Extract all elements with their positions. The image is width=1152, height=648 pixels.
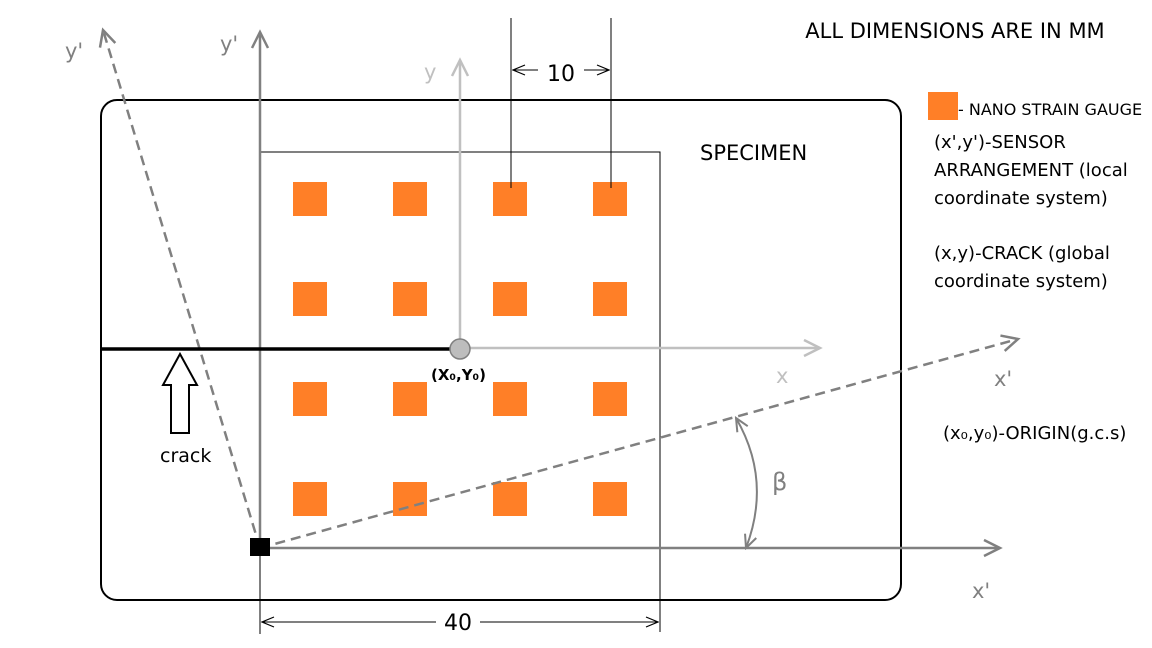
global-x-label: x xyxy=(776,364,788,388)
units-note: ALL DIMENSIONS ARE IN MM xyxy=(805,19,1104,43)
legend-crack-line-1: (x,y)-CRACK (global xyxy=(934,243,1110,264)
rotated-x-axis xyxy=(259,334,1021,550)
strain-gauge-sensor xyxy=(593,382,627,416)
dimension-40: 40 xyxy=(259,556,658,636)
local-origin-marker xyxy=(250,538,270,556)
dimension-40-label: 40 xyxy=(444,611,472,636)
legend-sensor-line-2: ARRANGEMENT (local xyxy=(934,160,1128,181)
strain-gauge-sensor xyxy=(493,482,527,516)
strain-gauge-sensor xyxy=(593,282,627,316)
crack-arrow-icon xyxy=(161,351,199,434)
legend-gauge-label: - NANO STRAIN GAUGE xyxy=(958,100,1142,119)
sensor-area-frame xyxy=(260,151,661,632)
dimension-10-label: 10 xyxy=(547,62,575,87)
strain-gauge-sensor xyxy=(393,382,427,416)
legend-origin-text: (x₀,y₀)-ORIGIN(g.c.s) xyxy=(943,423,1126,444)
strain-gauge-sensor xyxy=(393,482,427,516)
angle-beta-label: β xyxy=(772,468,787,496)
strain-gauge-sensor xyxy=(393,182,427,216)
global-y-label: y xyxy=(424,60,436,84)
legend-sensor-line-1: (x',y')-SENSOR xyxy=(934,132,1066,153)
strain-gauge-sensor xyxy=(393,282,427,316)
strain-gauge-sensor xyxy=(293,382,327,416)
strain-gauge-sensor xyxy=(493,282,527,316)
strain-gauge-sensor xyxy=(593,182,627,216)
legend-gauge-swatch xyxy=(928,92,958,120)
origin-marker xyxy=(449,338,471,360)
rotated-y-label: y' xyxy=(65,39,83,63)
strain-gauge-sensor xyxy=(593,482,627,516)
sensor-grid xyxy=(293,182,627,516)
strain-gauge-sensor xyxy=(493,182,527,216)
strain-gauge-sensor xyxy=(293,482,327,516)
local-x-label: x' xyxy=(972,579,990,603)
legend-crack-line-2: coordinate system) xyxy=(934,271,1108,292)
local-y-label: y' xyxy=(220,32,238,56)
strain-gauge-sensor xyxy=(293,182,327,216)
origin-label: (X₀,Y₀) xyxy=(431,366,486,384)
dimension-10: 10 xyxy=(510,18,612,188)
strain-gauge-sensor xyxy=(293,282,327,316)
crack-label: crack xyxy=(160,445,211,467)
angle-beta-arc xyxy=(736,418,758,548)
specimen-label: SPECIMEN xyxy=(700,141,807,165)
legend-sensor-line-3: coordinate system) xyxy=(934,188,1108,209)
rotated-x-label: x' xyxy=(994,367,1012,391)
strain-gauge-sensor xyxy=(493,382,527,416)
rotated-y-axis xyxy=(98,27,262,549)
